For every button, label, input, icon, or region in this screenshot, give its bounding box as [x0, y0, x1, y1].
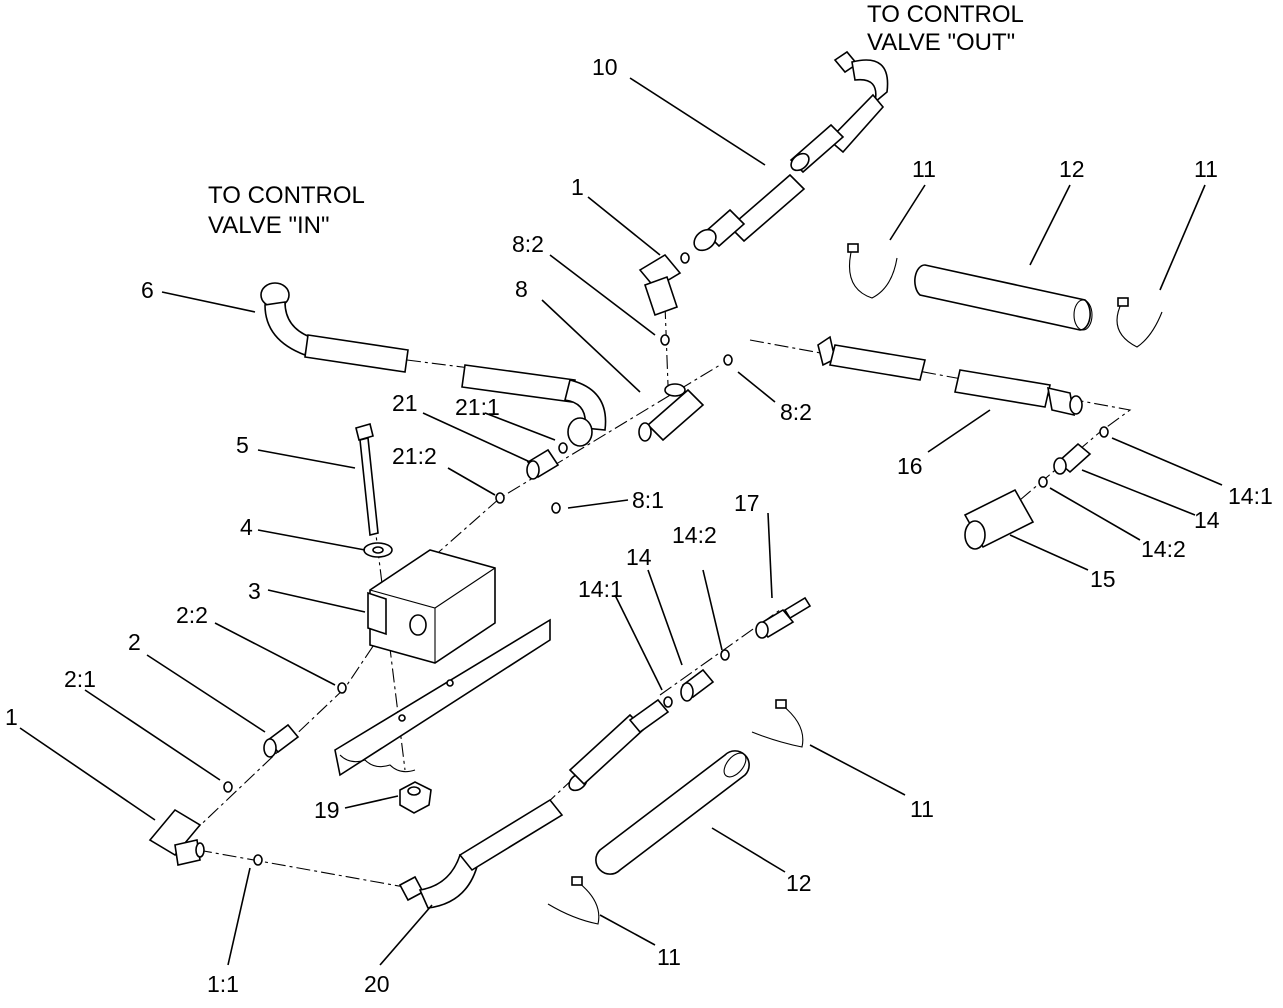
callout-3: 3: [248, 578, 261, 604]
callout-8-1: 8:1: [632, 487, 664, 513]
sleeve-12-top: [914, 264, 1093, 331]
callout-21-2: 21:2: [392, 443, 437, 469]
note-in-line2: VALVE "IN": [208, 212, 330, 239]
callout-11-d: 11: [657, 944, 681, 970]
cable-tie-11-top-a: [847, 243, 898, 299]
tee-fitting-8: [638, 354, 733, 442]
callout-1-top: 1: [571, 174, 584, 200]
hose-20: [398, 698, 670, 909]
callout-8-2-right: 8:2: [780, 399, 812, 425]
callout-2-2: 2:2: [176, 602, 208, 628]
bolt-5: [355, 423, 393, 558]
callout-16: 16: [897, 453, 923, 479]
nut-19: [399, 781, 432, 814]
callout-8-2-top: 8:2: [512, 231, 544, 257]
elbow-fitting-1-top: [638, 252, 690, 346]
note-out-line2: VALVE "OUT": [867, 29, 1015, 56]
callout-19: 19: [314, 797, 340, 823]
cable-tie-11-bottom-a: [751, 699, 804, 748]
callout-21: 21: [392, 390, 418, 416]
callout-12-b: 12: [786, 870, 812, 896]
hose-16: [817, 335, 1109, 438]
callout-10: 10: [592, 54, 618, 80]
callout-15: 15: [1090, 566, 1116, 592]
leader-lines: [19, 77, 1223, 966]
mounting-plate: [334, 618, 551, 777]
callout-11-c: 11: [910, 796, 934, 822]
manifold-block-3: [367, 549, 496, 664]
fitting-17: [755, 596, 812, 639]
callout-8: 8: [515, 276, 528, 302]
callout-20: 20: [364, 971, 390, 997]
callout-14-mid: 14: [626, 544, 652, 570]
cable-tie-11-bottom-b: [547, 876, 600, 925]
callout-5: 5: [236, 432, 249, 458]
callout-14-1-mid: 14:1: [578, 576, 623, 602]
fitting-2: [223, 682, 347, 793]
callout-11-b: 11: [1194, 156, 1218, 182]
callout-14-2-right: 14:2: [1141, 536, 1186, 562]
note-in-line1: TO CONTROL: [208, 182, 365, 209]
callout-6: 6: [141, 277, 154, 303]
hose-6: [260, 282, 607, 447]
callout-12-a: 12: [1059, 156, 1085, 182]
hose-10: [693, 50, 889, 252]
note-out-line1: TO CONTROL: [867, 1, 1024, 28]
callout-14-right: 14: [1194, 507, 1220, 533]
sleeve-12-bottom: [595, 750, 750, 875]
fitting-21: [495, 442, 568, 514]
fitting-14-mid: [663, 649, 730, 708]
callout-11-a: 11: [912, 156, 936, 182]
callout-1-left: 1: [5, 704, 18, 730]
cable-tie-11-top-b: [1116, 297, 1163, 348]
callout-2: 2: [128, 629, 141, 655]
callout-17: 17: [734, 490, 760, 516]
fitting-14-right: [963, 442, 1092, 550]
callout-2-1: 2:1: [64, 666, 96, 692]
elbow-fitting-1-left: [148, 808, 263, 866]
callout-21-1: 21:1: [455, 394, 500, 420]
callout-4: 4: [240, 514, 253, 540]
callout-14-2-mid: 14:2: [672, 522, 717, 548]
callout-14-1-right: 14:1: [1228, 483, 1273, 509]
callout-1-1: 1:1: [207, 971, 239, 997]
